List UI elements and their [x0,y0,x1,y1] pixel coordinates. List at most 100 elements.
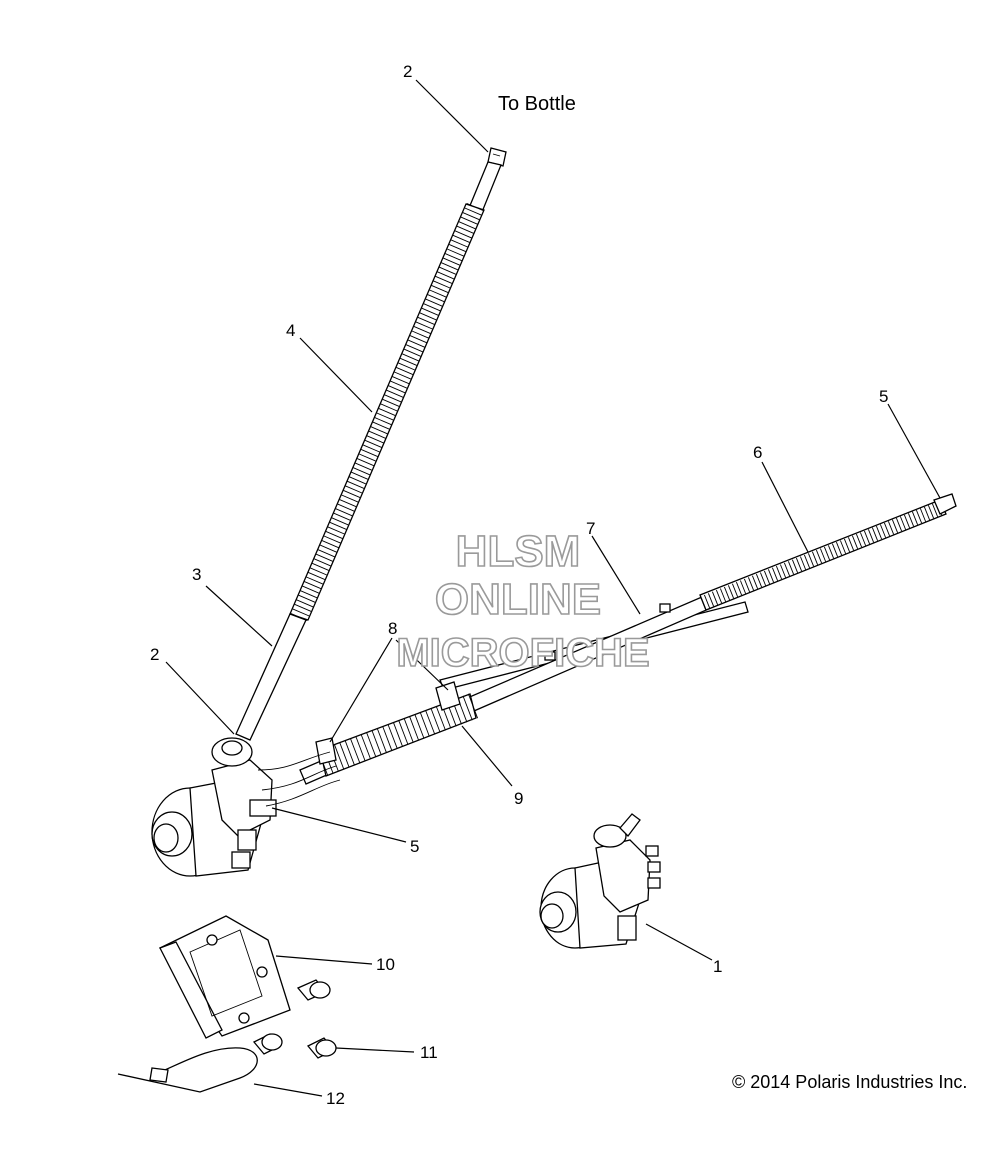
corrugation-rib [791,559,799,573]
corrugation-rib [443,257,460,266]
corrugation-rib [923,506,931,521]
callout-9: 9 [514,789,523,808]
corrugation-rib [847,537,855,551]
upper-sleeve-ribs [290,202,484,622]
corrugation-rib [414,714,425,739]
corrugation-rib [308,571,326,581]
corrugation-rib [731,583,739,597]
corrugation-rib [735,581,743,596]
callout-2-left: 2 [150,645,159,664]
corrugation-rib [366,732,377,757]
corrugation-rib [294,603,312,612]
corrugation-rib [759,572,767,586]
corrugation-rib [351,471,369,480]
corrugation-rib [783,562,791,577]
corrugation-rib [807,553,815,567]
callout-3: 3 [192,565,201,584]
corrugation-rib [435,275,453,284]
corrugation-rib [771,567,779,581]
corrugation-rib [300,590,318,599]
corrugation-rib [371,730,382,755]
watermark: HLSM ONLINE MICROFICHE [396,526,651,676]
corrugation-rib [387,724,398,749]
corrugation-rib [427,294,445,303]
corrugation-rib [835,541,843,556]
callout-12: 12 [326,1089,345,1108]
corrugation-rib [298,594,316,603]
corrugation-rib [795,557,803,572]
corrugation-rib [337,503,355,512]
corrugation-rib [360,448,378,458]
corrugation-rib [304,581,322,590]
upper-hose-assembly [235,147,507,741]
corrugation-rib [378,407,396,417]
corrugation-rib [312,562,329,571]
corrugation-rib [859,532,867,546]
motor-shaft [153,823,179,853]
corrugation-rib [331,517,349,526]
corrugation-rib [819,548,827,562]
callout-10: 10 [376,955,395,974]
callout-4: 4 [286,321,295,340]
corrugation-rib [887,521,895,535]
pump-side-port [249,799,277,817]
pump-head [211,759,273,837]
corrugation-rib [811,551,819,565]
top-fitting [487,147,507,167]
corrugation-rib [871,527,879,541]
corrugation-rib [396,366,414,376]
corrugation-rib [409,335,427,344]
bracket-10 [159,915,291,1039]
pump-assembly-main [151,737,341,877]
corrugation-rib [719,588,727,602]
corrugation-rib [419,312,437,321]
corrugation-rib [317,549,335,558]
upper-tube-top [468,161,502,213]
corrugation-rib [747,577,755,591]
pump-mount-tab [237,829,257,851]
corrugation-rib [341,494,359,503]
sleeve-6-ribs [699,500,947,610]
corrugation-rib [831,543,839,557]
corrugation-rib [374,417,392,426]
corrugation-rib [429,289,447,298]
corrugation-rib [441,262,458,271]
corrugation-rib [425,709,436,735]
corrugation-rib [310,567,327,576]
corrugation-rib [927,505,935,519]
corrugation-rib [376,412,394,421]
corrugation-rib [466,202,484,212]
corrugation-rib [353,467,370,476]
corrugation-rib [400,357,417,366]
callouts: 2 4 3 2 8 7 6 5 9 5 10 11 12 1 [150,62,888,1108]
corrugation-rib [344,740,355,766]
corrugation-rib [799,556,807,570]
corrugation-rib [407,339,425,348]
corrugation-rib [423,303,441,312]
corrugation-rib [413,325,431,335]
clamp-left [315,737,337,765]
corrugation-rib [350,738,361,764]
corrugation-rib [464,207,482,216]
corrugation-rib [370,426,388,435]
callout-1: 1 [713,957,722,976]
corrugation-rib [456,225,474,234]
corrugation-rib [335,508,353,517]
corrugation-rib [787,561,795,575]
corrugation-rib [398,362,415,371]
corrugation-rib [390,380,408,389]
pump-1-nipple [619,813,641,837]
corrugation-rib [447,248,464,257]
callout-8: 8 [388,619,397,638]
corrugation-rib [392,376,410,385]
corrugation-rib [386,389,404,398]
corrugation-rib [867,529,875,543]
corrugation-rib [775,565,783,580]
corrugation-rib [755,573,763,588]
corrugation-rib [711,591,719,605]
pump-1-shaft [540,903,564,929]
callout-11: 11 [420,1043,438,1062]
corrugation-rib [355,462,372,471]
corrugation-rib [911,511,919,525]
corrugation-rib [891,519,899,533]
